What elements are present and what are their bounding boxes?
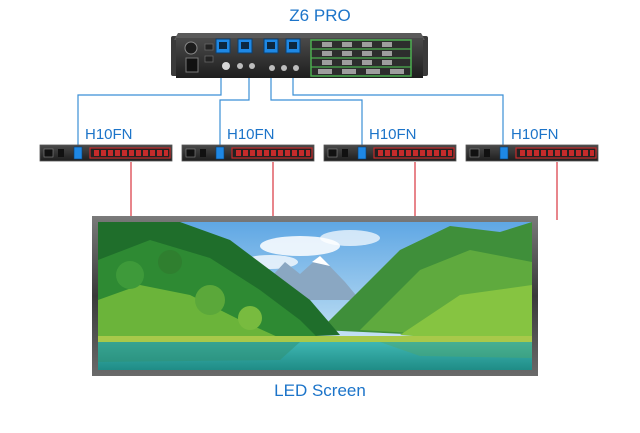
controller-title: Z6 PRO — [289, 6, 351, 25]
led-screen — [92, 216, 538, 376]
z6-pro-controller — [171, 33, 428, 78]
ethernet-line-2 — [219, 78, 250, 145]
controller-input-cards — [310, 39, 412, 77]
receiver-3 — [323, 144, 457, 162]
ethernet-line-4 — [292, 78, 504, 145]
receiver-label-3: H10FN — [369, 126, 417, 143]
screen-caption: LED Screen — [274, 381, 366, 400]
receiver-label-4: H10FN — [511, 126, 559, 143]
ethernet-line-1 — [77, 78, 222, 145]
receiver-2 — [181, 144, 315, 162]
receiver-label-2: H10FN — [227, 126, 275, 143]
ethernet-line-3 — [270, 78, 363, 145]
screen-landscape-image — [98, 222, 532, 370]
receiver-1 — [39, 144, 173, 162]
controller-ethernet-ports — [215, 38, 301, 54]
receiver-4 — [465, 144, 599, 162]
receiver-label-1: H10FN — [85, 126, 133, 143]
ethernet-connections — [77, 78, 504, 145]
screen-connections — [130, 162, 558, 220]
